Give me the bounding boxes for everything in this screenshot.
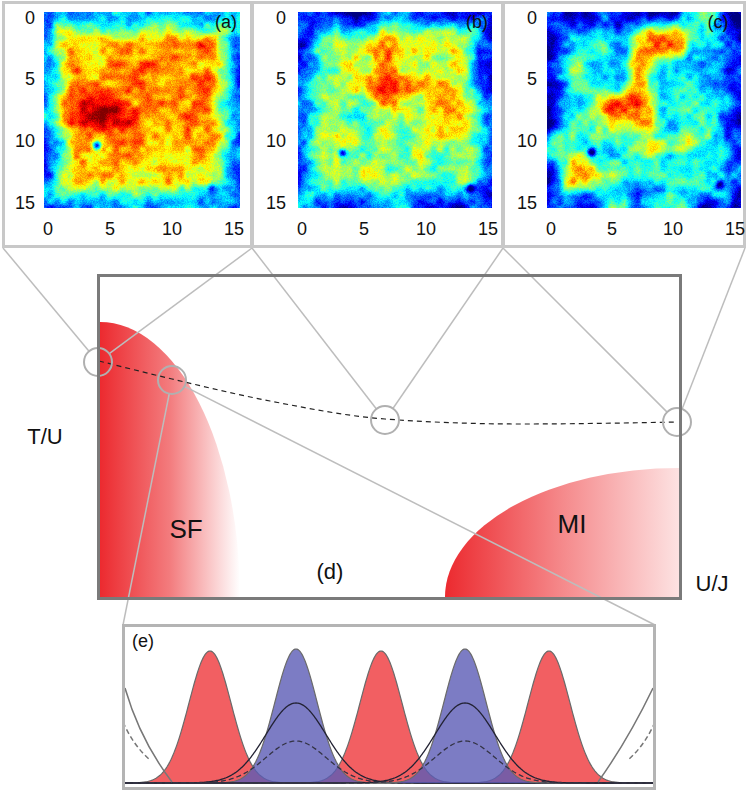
panel-label: (d) xyxy=(317,559,344,584)
region-label: MI xyxy=(558,510,587,540)
red-gaussian xyxy=(125,651,653,783)
marker-circle xyxy=(663,408,691,436)
tick-label: 15 xyxy=(478,219,498,240)
tick-label: 10 xyxy=(15,131,35,152)
axis-label: U/J xyxy=(696,571,729,596)
tick-label: 15 xyxy=(266,193,286,214)
tick-label: 15 xyxy=(224,219,244,240)
tick-label: 15 xyxy=(725,219,745,240)
panel-frame: (c) xyxy=(502,1,746,248)
density-profiles xyxy=(125,649,653,783)
region-fill xyxy=(100,322,240,597)
inner-profile xyxy=(125,703,653,783)
panel-label: (a) xyxy=(215,12,237,33)
gaussian-outline xyxy=(125,649,653,783)
tick-label: 15 xyxy=(15,193,35,214)
tick-label: 5 xyxy=(25,69,35,90)
blue-gaussian xyxy=(125,649,653,783)
leader-line xyxy=(252,248,376,409)
tick-label: 0 xyxy=(43,219,53,240)
tick-label: 5 xyxy=(607,219,617,240)
potential-curve-dashed xyxy=(628,722,653,760)
gaussian-outline xyxy=(125,651,653,783)
tick-label: 10 xyxy=(517,131,537,152)
panel-frame: (a) xyxy=(2,1,253,248)
leader-line xyxy=(393,248,503,408)
axis-label: T/U xyxy=(27,424,62,449)
phase-region: MI xyxy=(445,468,679,597)
tick-label: 0 xyxy=(25,8,35,29)
tick-label: 10 xyxy=(162,219,182,240)
inner-profile-dashed xyxy=(125,741,653,783)
panel-frame: (b) xyxy=(251,1,504,248)
tick-label: 5 xyxy=(527,69,537,90)
tick-label: 0 xyxy=(527,8,537,29)
tick-label: 0 xyxy=(546,219,556,240)
red-gaussian xyxy=(125,651,653,783)
leader-line xyxy=(682,248,745,409)
panel-frame: (e) xyxy=(122,624,656,790)
panel-label: (b) xyxy=(466,12,488,33)
leader-line xyxy=(3,248,89,351)
gaussian-outline xyxy=(125,651,653,783)
panel-label: (e) xyxy=(132,631,154,652)
panel-label: (c) xyxy=(708,12,729,33)
density-heatmap xyxy=(44,12,240,208)
region-shape xyxy=(100,322,240,597)
density-heatmap xyxy=(547,12,741,208)
tick-label: 0 xyxy=(297,219,307,240)
density-heatmap xyxy=(298,12,492,208)
tick-label: 10 xyxy=(663,219,683,240)
region-label: SF xyxy=(169,515,202,545)
gaussian-outline xyxy=(125,649,653,783)
phase-region: SF xyxy=(100,322,240,597)
region-fill xyxy=(445,468,679,597)
tick-label: 5 xyxy=(276,69,286,90)
tick-label: 10 xyxy=(416,219,436,240)
potential-curve xyxy=(598,688,653,782)
tick-label: 0 xyxy=(276,8,286,29)
blue-gaussian xyxy=(125,649,653,783)
inner-profile xyxy=(125,703,653,783)
tick-label: 15 xyxy=(517,193,537,214)
marker-circle xyxy=(371,406,399,434)
potential-curve xyxy=(125,688,172,782)
leader-line xyxy=(109,248,252,354)
tick-label: 10 xyxy=(266,131,286,152)
red-gaussian xyxy=(125,651,653,783)
leader-line xyxy=(503,248,667,412)
inner-profile-dashed xyxy=(125,741,653,783)
tick-label: 5 xyxy=(105,219,115,240)
tick-label: 5 xyxy=(359,219,369,240)
gaussian-outline xyxy=(125,651,653,783)
potential-curve-dashed xyxy=(125,722,150,760)
phase-diagram-frame: SF MI (d) xyxy=(97,274,682,600)
